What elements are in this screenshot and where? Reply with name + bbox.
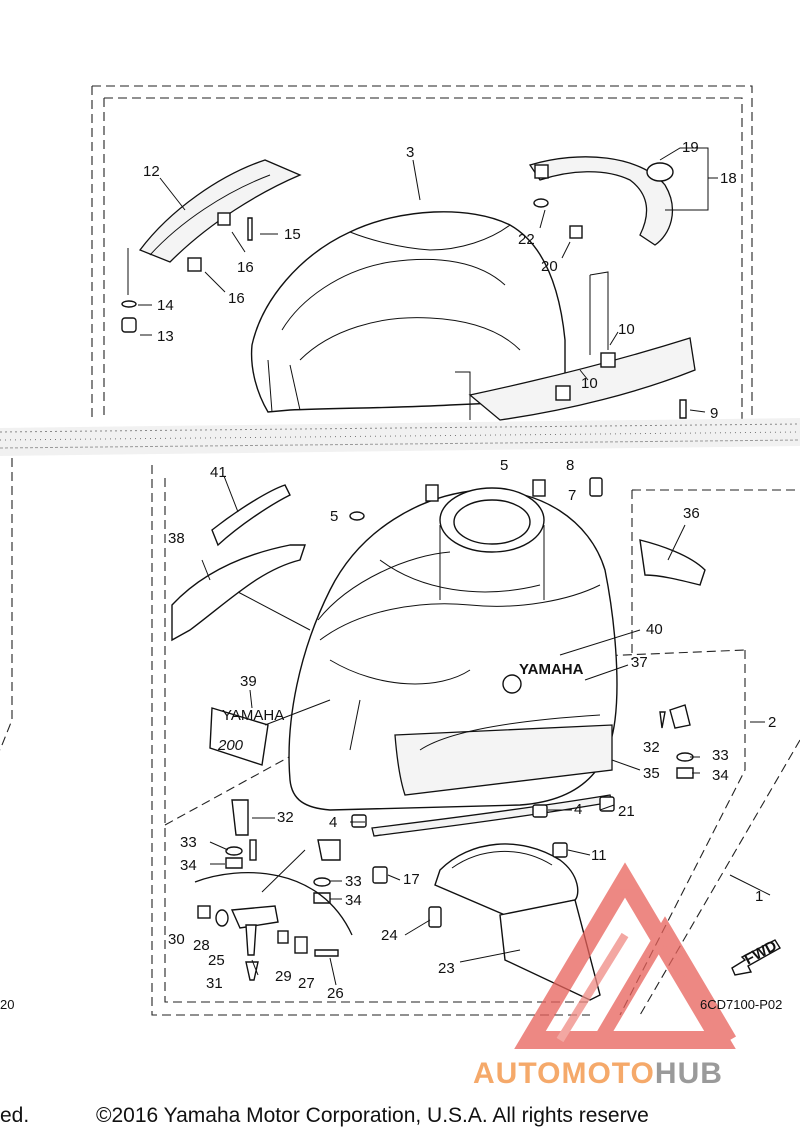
callout-32b: 32 xyxy=(277,809,294,826)
callout-18: 18 xyxy=(720,170,737,187)
callout-21: 21 xyxy=(618,803,635,820)
callout-1: 1 xyxy=(755,888,763,905)
callout-25: 25 xyxy=(208,952,225,969)
callout-34c: 34 xyxy=(345,892,362,909)
callout-7: 7 xyxy=(568,487,576,504)
watermark-text: AUTOMOTOHUB xyxy=(473,1057,723,1091)
callout-19: 19 xyxy=(682,139,699,156)
callout-10b: 10 xyxy=(581,375,598,392)
callout-4b: 4 xyxy=(329,814,337,831)
drawing-code: 6CD7100-P02 xyxy=(700,997,783,1012)
callout-35: 35 xyxy=(643,765,660,782)
copyright-left-fragment: ed. xyxy=(0,1104,30,1127)
callout-34b: 34 xyxy=(180,857,197,874)
leader-lines xyxy=(138,147,771,986)
callout-2: 2 xyxy=(768,714,776,731)
left-seal-strip xyxy=(127,159,302,295)
callout-numbers: 3 12 15 16 16 14 13 19 18 22 20 10 10 9 … xyxy=(143,139,776,1002)
latch-hardware xyxy=(225,477,694,928)
callout-33b: 33 xyxy=(180,834,197,851)
callout-41: 41 xyxy=(210,464,227,481)
right-seal-strip xyxy=(528,156,674,246)
callout-33a: 33 xyxy=(712,747,729,764)
callout-11: 11 xyxy=(591,847,607,864)
upper-hardware xyxy=(121,164,687,419)
decals xyxy=(171,484,706,796)
callout-28: 28 xyxy=(193,937,210,954)
callout-29: 29 xyxy=(275,968,292,985)
fwd-arrow xyxy=(731,939,781,976)
callout-16a: 16 xyxy=(237,259,254,276)
callout-34a: 34 xyxy=(712,767,729,784)
callout-3: 3 xyxy=(406,144,414,161)
callout-27: 27 xyxy=(298,975,315,992)
callout-33c: 33 xyxy=(345,873,362,890)
callout-36: 36 xyxy=(683,505,700,522)
watermark-text-part1: AUTOMOTO xyxy=(473,1057,655,1090)
callout-20: 20 xyxy=(541,258,558,275)
watermark-text-part2: HUB xyxy=(654,1057,723,1090)
upper-frame xyxy=(91,85,753,420)
callout-23: 23 xyxy=(438,960,455,977)
callout-32a: 32 xyxy=(643,739,660,756)
callout-5b: 5 xyxy=(500,457,508,474)
copyright-text: ©2016 Yamaha Motor Corporation, U.S.A. A… xyxy=(96,1104,649,1127)
model-badge-text: 200 xyxy=(217,737,244,754)
rear-trim-piece xyxy=(455,271,696,421)
callout-8: 8 xyxy=(566,457,574,474)
callout-39: 39 xyxy=(240,673,257,690)
copyright-line: ed. ©2016 Yamaha Motor Corporation, U.S.… xyxy=(0,1104,800,1138)
top-cowling xyxy=(250,211,566,413)
detail-bracket-group xyxy=(194,849,353,981)
callout-5a: 5 xyxy=(330,508,338,525)
callout-22: 22 xyxy=(518,231,535,248)
badge-brand-text: YAMAHA xyxy=(222,707,284,724)
callout-17: 17 xyxy=(403,871,420,888)
callout-10a: 10 xyxy=(618,321,635,338)
callout-40: 40 xyxy=(646,621,663,638)
callout-16b: 16 xyxy=(228,290,245,307)
fwd-arrow-label: FWD xyxy=(742,937,780,968)
callout-15: 15 xyxy=(284,226,301,243)
scan-noise-band xyxy=(0,418,800,456)
callout-12: 12 xyxy=(143,163,160,180)
callout-38: 38 xyxy=(168,530,185,547)
callout-37: 37 xyxy=(631,654,648,671)
callout-14: 14 xyxy=(157,297,174,314)
brand-decal-text: YAMAHA xyxy=(519,661,584,678)
callout-4: 4 xyxy=(574,801,582,818)
left-edge-code: 20 xyxy=(0,997,15,1012)
callout-31: 31 xyxy=(206,975,223,992)
callout-26: 26 xyxy=(327,985,344,1002)
callout-24: 24 xyxy=(381,927,398,944)
callout-30: 30 xyxy=(168,931,185,948)
watermark-logo-icon xyxy=(514,862,737,1049)
callout-13: 13 xyxy=(157,328,174,345)
callout-9: 9 xyxy=(710,405,718,422)
